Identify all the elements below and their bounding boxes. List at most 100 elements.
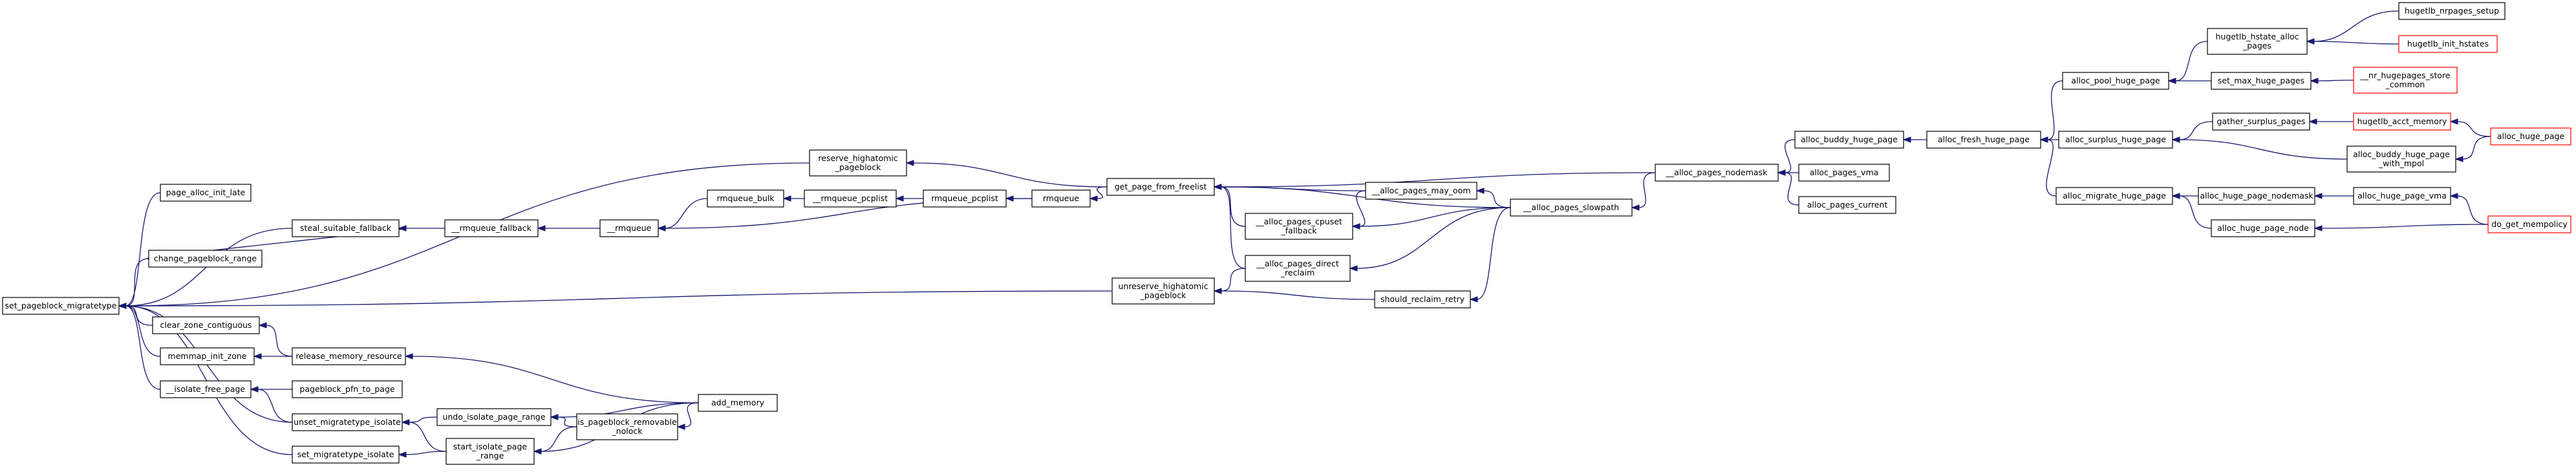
function-node[interactable]: do_get_mempolicy: [2487, 215, 2571, 233]
function-node[interactable]: alloc_buddy_huge_page: [1794, 131, 1904, 149]
call-edge: [1089, 186, 1108, 202]
node-box: [809, 149, 907, 177]
function-node[interactable]: __nr_hugepages_store_common: [2353, 67, 2458, 94]
node-label: is_pageblock_removable: [577, 417, 677, 427]
function-node[interactable]: undo_isolate_page_range: [436, 408, 552, 426]
node-label: alloc_huge_page_vma: [2357, 191, 2447, 200]
node-label: set_max_huge_pages: [2218, 76, 2304, 85]
edge-arrowhead: [676, 424, 685, 430]
node-box: [2487, 215, 2571, 233]
function-node[interactable]: __rmqueue_fallback: [444, 219, 539, 237]
function-node[interactable]: alloc_huge_page_vma: [2353, 187, 2451, 205]
edge-arrowhead: [550, 414, 559, 420]
call-edge: [2171, 136, 2348, 160]
function-node[interactable]: gather_surplus_pages: [2212, 113, 2310, 131]
function-node[interactable]: set_migratetype_isolate: [292, 446, 400, 464]
function-node[interactable]: alloc_huge_page_node: [2211, 219, 2315, 237]
function-node[interactable]: __alloc_pages_direct_reclaim: [1245, 255, 1351, 282]
node-label: alloc_buddy_huge_page: [2353, 149, 2450, 159]
call-edge: [2313, 224, 2489, 232]
edge-arrowhead: [253, 353, 262, 360]
function-node[interactable]: pageblock_pfn_to_page: [292, 380, 403, 398]
function-node[interactable]: is_pageblock_removable_nolock: [576, 413, 678, 440]
edge-line: [2321, 224, 2489, 229]
function-node[interactable]: steal_suitable_fallback: [292, 219, 400, 237]
node-label: set_migratetype_isolate: [297, 449, 394, 459]
node-box: [1798, 196, 1896, 214]
function-node[interactable]: page_alloc_init_late: [160, 184, 252, 202]
function-node[interactable]: set_pageblock_migratetype: [2, 297, 120, 315]
call-edge: [250, 386, 293, 423]
function-node[interactable]: alloc_pages_current: [1798, 196, 1896, 214]
edge-arrowhead: [2039, 136, 2048, 143]
function-node[interactable]: get_page_from_freelist: [1106, 178, 1215, 196]
function-node[interactable]: should_reclaim_retry: [1374, 290, 1471, 308]
function-node[interactable]: __alloc_pages_nodemask: [1655, 164, 1779, 182]
function-node[interactable]: memmap_init_zone: [160, 347, 255, 365]
edge-arrowhead: [895, 195, 904, 202]
node-label: _pageblock: [1140, 290, 1186, 300]
function-node[interactable]: rmqueue_bulk: [707, 189, 784, 208]
node-box: [2, 297, 120, 315]
node-box: [2212, 113, 2310, 131]
edge-arrowhead: [2171, 136, 2180, 143]
edge-line: [2313, 41, 2399, 45]
function-node[interactable]: hugetlb_init_hstates: [2398, 35, 2498, 53]
function-node[interactable]: __rmqueue_pcplist: [804, 189, 897, 208]
function-node[interactable]: rmqueue: [1031, 189, 1091, 208]
edge-line: [405, 451, 447, 455]
call-edge: [398, 451, 447, 458]
node-box: [1794, 131, 1904, 149]
edge-line: [912, 162, 1108, 188]
function-node[interactable]: __isolate_free_page: [160, 380, 252, 398]
function-node[interactable]: __rmqueue: [599, 219, 659, 237]
function-node[interactable]: __alloc_pages_may_oom: [1365, 182, 1477, 200]
node-label: alloc_fresh_huge_page: [1938, 135, 2030, 144]
edge-arrowhead: [398, 451, 407, 458]
function-node[interactable]: alloc_huge_page_nodemask: [2198, 187, 2315, 205]
function-node[interactable]: add_memory: [698, 394, 778, 412]
call-edge: [2306, 10, 2399, 45]
node-box: [1106, 178, 1215, 196]
node-box: [2055, 187, 2173, 205]
edge-arrowhead: [2454, 156, 2463, 162]
function-node[interactable]: hugetlb_acct_memory: [2353, 113, 2451, 131]
function-node[interactable]: __alloc_pages_slowpath: [1510, 199, 1633, 217]
function-node[interactable]: reserve_highatomic_pageblock: [809, 149, 907, 177]
function-node[interactable]: hugetlb_nrpages_setup: [2398, 2, 2506, 20]
node-box: [707, 189, 784, 208]
function-node[interactable]: set_max_huge_pages: [2211, 72, 2312, 90]
function-node[interactable]: change_pageblock_range: [148, 250, 263, 268]
function-node[interactable]: alloc_pages_vma: [1798, 164, 1890, 182]
edge-arrowhead: [2313, 225, 2323, 232]
function-node[interactable]: unreserve_highatomic_pageblock: [1111, 277, 1215, 305]
function-node[interactable]: hugetlb_hstate_alloc_pages: [2207, 28, 2308, 55]
edge-line: [540, 426, 577, 452]
edge-line: [2046, 80, 2063, 140]
call-edge: [401, 419, 447, 452]
function-node[interactable]: start_isolate_page_range: [445, 438, 535, 465]
function-node[interactable]: alloc_buddy_huge_page_with_mpol: [2346, 145, 2456, 173]
edge-line: [125, 258, 149, 307]
function-node[interactable]: release_memory_resource: [292, 347, 406, 365]
function-node[interactable]: alloc_fresh_huge_page: [1926, 131, 2041, 149]
edge-line: [2178, 195, 2212, 229]
node-label: reserve_highatomic: [818, 153, 897, 163]
node-box: [1655, 164, 1779, 182]
function-node[interactable]: clear_zone_contiguous: [152, 316, 260, 334]
function-node[interactable]: rmqueue_pcplist: [923, 189, 1007, 208]
node-label: set_pageblock_migratetype: [5, 301, 117, 310]
function-node[interactable]: alloc_surplus_huge_page: [2058, 131, 2173, 149]
node-label: _reclaim: [1280, 268, 1315, 277]
function-node[interactable]: __alloc_pages_cpuset_fallback: [1245, 213, 1353, 240]
function-node[interactable]: unset_migratetype_isolate: [292, 413, 403, 431]
function-node[interactable]: alloc_huge_page: [2490, 127, 2571, 145]
function-node[interactable]: alloc_migrate_huge_page: [2055, 187, 2173, 205]
node-label: start_isolate_page: [453, 442, 528, 451]
function-node[interactable]: alloc_pool_huge_page: [2062, 72, 2169, 90]
edge-line: [125, 305, 161, 390]
call-edge: [2449, 118, 2491, 137]
node-box: [1245, 213, 1353, 240]
edge-line: [1356, 190, 1366, 227]
